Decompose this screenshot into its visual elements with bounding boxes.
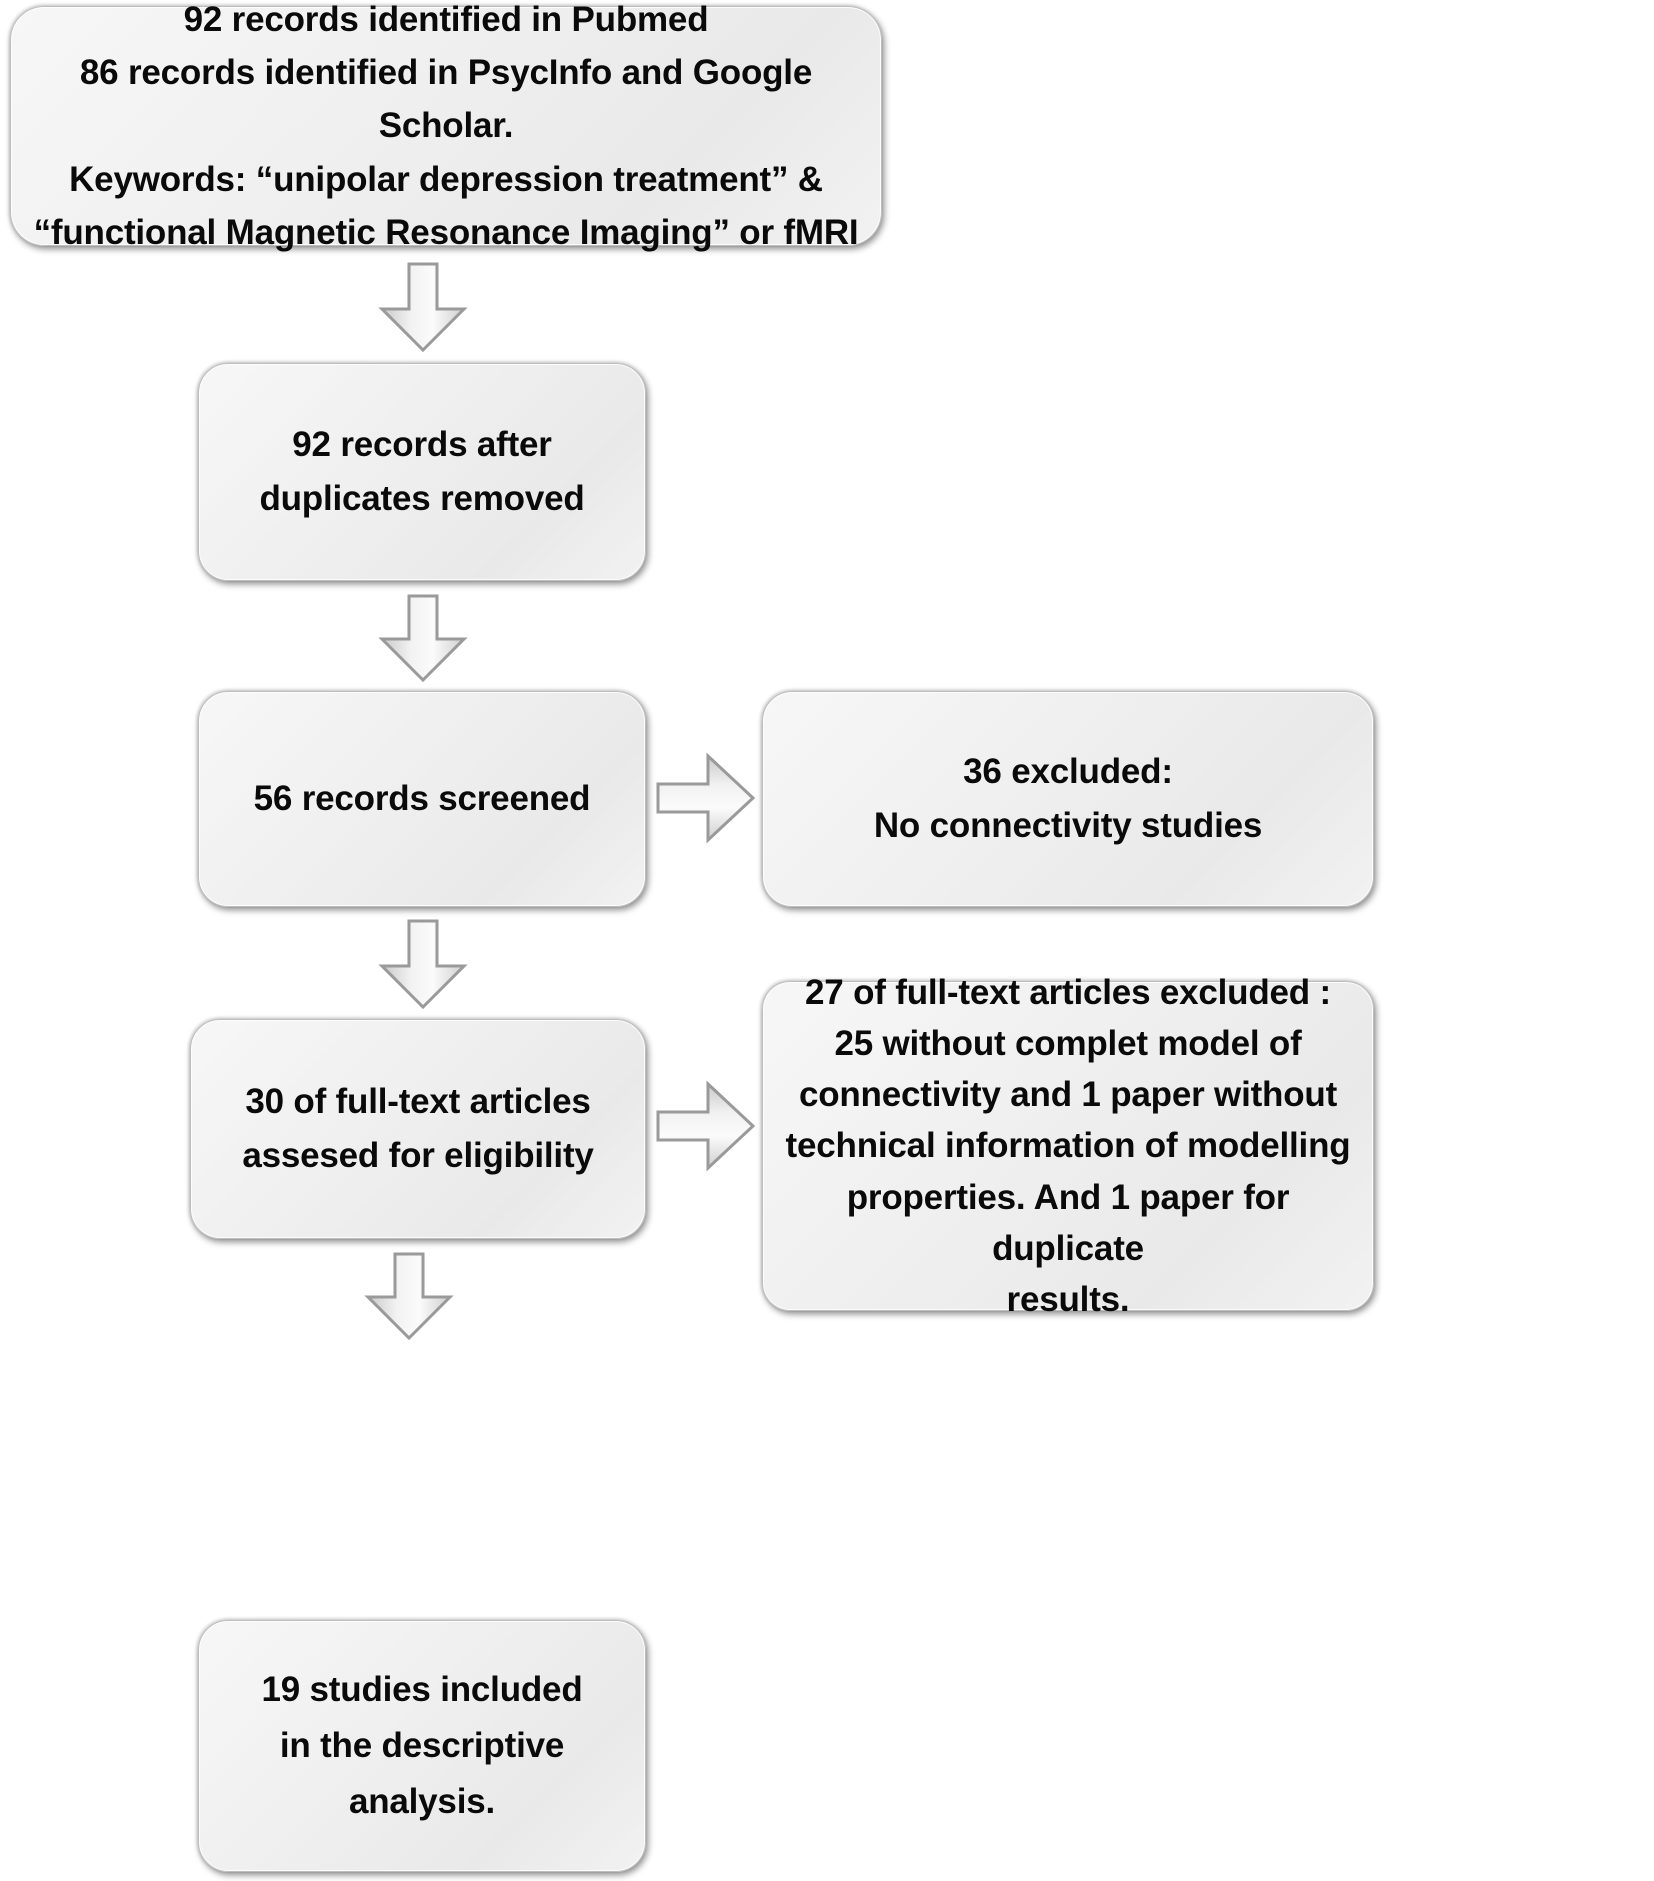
flow-box-excluded-fulltext: 27 of full-text articles excluded : 25 w… — [762, 973, 1374, 1319]
flow-box-excluded-screening: 36 excluded: No connectivity studies — [762, 691, 1374, 907]
flow-box-identification-text: 92 records identified in Pubmed 86 recor… — [33, 0, 859, 252]
flow-box-fulltext-assessed: 30 of full-text articles assesed for eli… — [190, 1019, 646, 1239]
flow-box-duplicates-removed: 92 records after duplicates removed — [198, 363, 646, 581]
arrow-down-icon-4 — [364, 1252, 454, 1341]
flow-box-records-screened-text: 56 records screened — [253, 779, 591, 819]
flow-box-studies-included-text: 19 studies included in the descriptive a… — [261, 1670, 583, 1821]
flow-box-studies-included: 19 studies included in the descriptive a… — [198, 1620, 646, 1872]
arrow-down-icon-3 — [378, 919, 468, 1010]
flow-box-records-screened: 56 records screened — [198, 691, 646, 907]
arrow-down-icon-2 — [378, 594, 468, 683]
flow-box-excluded-fulltext-text: 27 of full-text articles excluded : 25 w… — [785, 973, 1351, 1319]
arrow-right-icon-1 — [656, 752, 756, 844]
flow-box-excluded-screening-text: 36 excluded: No connectivity studies — [873, 751, 1263, 845]
flow-box-fulltext-assessed-text: 30 of full-text articles assesed for eli… — [242, 1081, 594, 1175]
flow-box-identification: 92 records identified in Pubmed 86 recor… — [10, 0, 882, 252]
arrow-down-icon-1 — [378, 262, 468, 353]
flow-box-duplicates-removed-text: 92 records after duplicates removed — [259, 424, 585, 518]
arrow-right-icon-2 — [656, 1080, 756, 1172]
